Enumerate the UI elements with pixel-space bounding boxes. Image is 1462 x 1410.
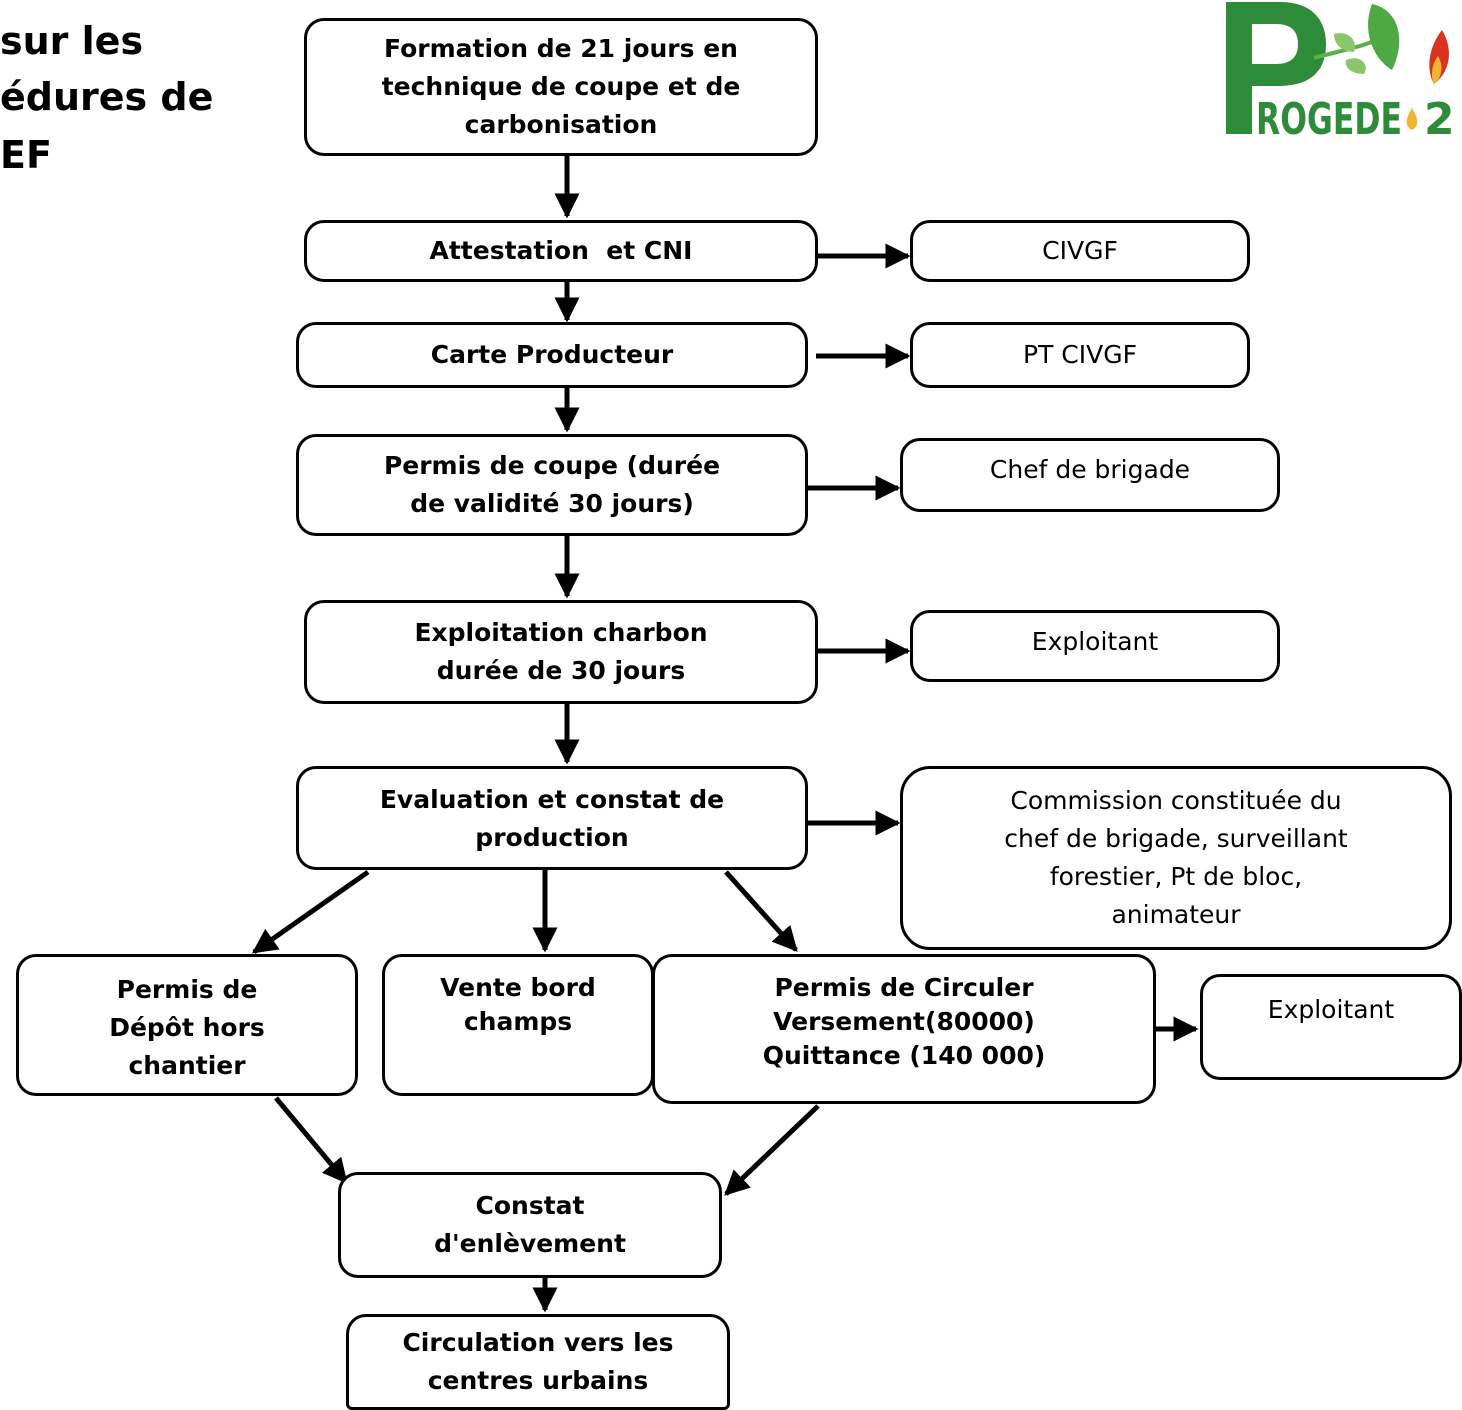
box-vente-line-2: champs bbox=[463, 1007, 573, 1036]
box-permis-circuler: Permis de Circuler Versement(80000) Quit… bbox=[652, 954, 1156, 1104]
box-pt-civgf-line-1: PT CIVGF bbox=[1023, 340, 1137, 369]
box-civgf-line-1: CIVGF bbox=[1042, 236, 1118, 265]
box-exploitant-2-line-1: Exploitant bbox=[1267, 995, 1395, 1024]
box-constat-line-2: d'enlèvement bbox=[434, 1229, 626, 1258]
arrow-evaluation-depot bbox=[251, 869, 370, 955]
box-chef-brigade: Chef de brigade bbox=[900, 438, 1280, 512]
box-formation-line-3: carbonisation bbox=[464, 110, 658, 139]
box-exploitant-1: Exploitant bbox=[910, 610, 1280, 682]
arrow-depot-constat bbox=[274, 1096, 348, 1184]
box-permis-depot-line-1: Permis de bbox=[116, 975, 258, 1004]
box-circulation: Circulation vers les centres urbains bbox=[346, 1314, 730, 1410]
box-commission-line-3: forestier, Pt de bloc, bbox=[1049, 862, 1303, 891]
box-commission: Commission constituée du chef de brigade… bbox=[900, 766, 1452, 950]
box-commission-line-4: animateur bbox=[1111, 900, 1241, 929]
box-vente-bord-champs: Vente bord champs bbox=[382, 954, 654, 1096]
logo-text-rogede: ROGEDE bbox=[1256, 94, 1402, 142]
box-constat-line-1: Constat bbox=[475, 1191, 585, 1220]
box-carte-line-1: Carte Producteur bbox=[430, 340, 674, 369]
box-attestation: Attestation et CNI bbox=[304, 220, 818, 282]
box-permis-coupe-line-1: Permis de coupe (durée bbox=[383, 451, 721, 480]
flame-icon bbox=[1429, 30, 1449, 84]
box-permis-depot-line-3: chantier bbox=[128, 1051, 246, 1080]
box-civgf: CIVGF bbox=[910, 220, 1250, 282]
box-exploitation-line-2: durée de 30 jours bbox=[436, 656, 686, 685]
logo-letter-p-icon bbox=[1226, 2, 1326, 134]
box-formation-line-1: Formation de 21 jours en bbox=[384, 34, 738, 63]
header-line-3: EF bbox=[0, 133, 52, 177]
header-line-2: édures de bbox=[0, 75, 214, 119]
box-formation: Formation de 21 jours en technique de co… bbox=[304, 18, 818, 156]
box-formation-line-2: technique de coupe et de bbox=[381, 72, 741, 101]
box-evaluation-line-2: production bbox=[475, 823, 629, 852]
progede-logo: ROGEDE 2 bbox=[1226, 2, 1455, 142]
arrow-evaluation-circuler bbox=[724, 870, 798, 952]
box-exploitation: Exploitation charbon durée de 30 jours bbox=[304, 600, 818, 704]
box-circulation-line-1: Circulation vers les bbox=[402, 1328, 674, 1357]
box-exploitant-2: Exploitant bbox=[1200, 974, 1462, 1080]
box-vente-line-1: Vente bord bbox=[440, 973, 596, 1002]
box-permis-coupe: Permis de coupe (durée de validité 30 jo… bbox=[296, 434, 808, 536]
box-permis-circuler-line-3: Quittance (140 000) bbox=[762, 1041, 1046, 1070]
box-pt-civgf: PT CIVGF bbox=[910, 322, 1250, 388]
logo-text-2: 2 bbox=[1424, 94, 1455, 142]
box-exploitant-1-line-1: Exploitant bbox=[1031, 627, 1159, 656]
box-exploitation-line-1: Exploitation charbon bbox=[414, 618, 708, 647]
drop-icon bbox=[1406, 108, 1418, 130]
box-chef-brigade-line-1: Chef de brigade bbox=[989, 455, 1191, 484]
box-circulation-line-2: centres urbains bbox=[427, 1366, 649, 1395]
leaf-icon bbox=[1313, 4, 1400, 74]
box-evaluation-line-1: Evaluation et constat de bbox=[379, 785, 725, 814]
box-constat: Constat d'enlèvement bbox=[338, 1172, 722, 1278]
box-carte-producteur: Carte Producteur bbox=[296, 322, 808, 388]
box-permis-coupe-line-2: de validité 30 jours) bbox=[410, 489, 694, 518]
box-permis-circuler-line-1: Permis de Circuler bbox=[774, 973, 1034, 1002]
box-attestation-line-1: Attestation et CNI bbox=[429, 236, 693, 265]
arrow-circuler-constat bbox=[724, 1104, 820, 1196]
box-evaluation: Evaluation et constat de production bbox=[296, 766, 808, 870]
box-commission-line-2: chef de brigade, surveillant bbox=[1004, 824, 1348, 853]
header-line-1: sur les bbox=[0, 19, 144, 63]
box-commission-line-1: Commission constituée du bbox=[1010, 786, 1342, 815]
box-permis-depot-line-2: Dépôt hors bbox=[109, 1013, 265, 1042]
box-permis-depot: Permis de Dépôt hors chantier bbox=[16, 954, 358, 1096]
box-permis-circuler-line-2: Versement(80000) bbox=[773, 1007, 1035, 1036]
